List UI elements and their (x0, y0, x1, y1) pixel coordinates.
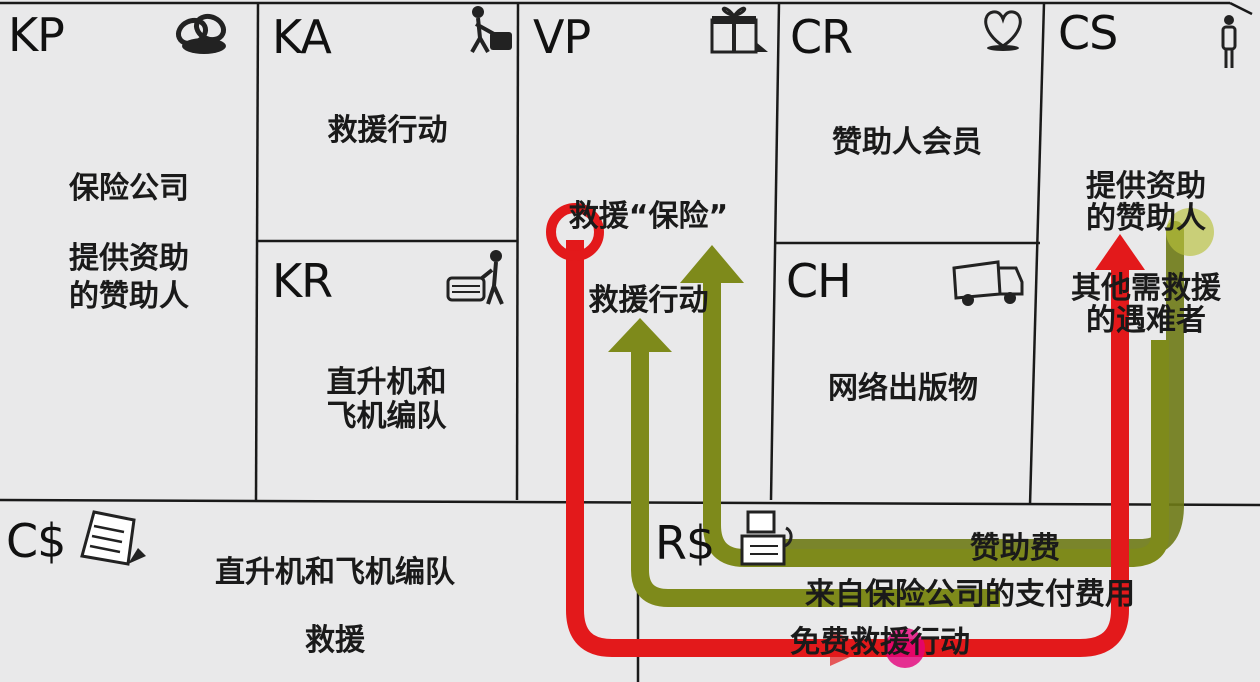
cs-marker (1166, 208, 1214, 256)
flow-sponsor-to-vp (703, 280, 1169, 567)
flow-arrowhead-cs (1095, 234, 1145, 270)
worker-pushing-icon (470, 6, 512, 53)
person-icon (1221, 15, 1237, 68)
ka-text: 救援行动 (327, 113, 448, 148)
gift-box-icon (710, 6, 768, 54)
revenue-abbr: R$ (655, 516, 715, 570)
ch-text: 网络出版物 (828, 371, 978, 406)
vp-line2: 救援行动 (588, 283, 709, 318)
cs-line3: 其他需救援 (1071, 271, 1221, 306)
cr-text: 赞助人会员 (832, 125, 982, 160)
vp-line1: 救援“保险” (568, 199, 729, 234)
delivery-truck-icon (952, 260, 1024, 306)
cash-register-icon (740, 510, 793, 566)
cost-line2: 救援 (305, 623, 365, 658)
cs-line2: 的赞助人 (1086, 201, 1206, 236)
chain-link-icon (175, 13, 227, 54)
cs-abbr: CS (1058, 6, 1118, 60)
flow-insurance-to-vp (631, 350, 1000, 607)
kp-abbr: KP (8, 8, 65, 62)
worker-machine-icon (446, 250, 504, 305)
kr-line1: 直升机和 (326, 365, 447, 400)
flow-midpoint-marker (885, 628, 925, 668)
kp-line1: 保险公司 (69, 171, 189, 206)
cr-abbr: CR (790, 10, 853, 64)
heart-icon (984, 10, 1022, 51)
kr-line2: 飞机编队 (326, 399, 447, 434)
kp-line2: 提供资助 (69, 241, 189, 276)
kr-abbr: KR (272, 254, 333, 308)
flow-direction-arrow (830, 630, 870, 666)
ch-abbr: CH (786, 254, 852, 308)
cs-line1: 提供资助 (1086, 169, 1206, 204)
kp-line3: 的赞助人 (69, 279, 189, 314)
flow-arrowhead-vp-inner (680, 245, 744, 283)
ka-abbr: KA (272, 10, 332, 64)
revenue-line3: 免费救援行动 (790, 625, 970, 660)
cs-line4: 的遇难者 (1086, 303, 1206, 338)
revenue-line2: 来自保险公司的支付费用 (805, 577, 1135, 612)
price-tag-icon (80, 510, 146, 566)
cost-line1: 直升机和飞机编队 (215, 555, 455, 590)
vp-abbr: VP (533, 10, 591, 64)
cost-abbr: C$ (6, 514, 66, 568)
flow-origin-marker (546, 203, 604, 261)
flow-arrowhead-vp-outer (608, 318, 672, 352)
revenue-line1: 赞助费 (970, 531, 1060, 566)
